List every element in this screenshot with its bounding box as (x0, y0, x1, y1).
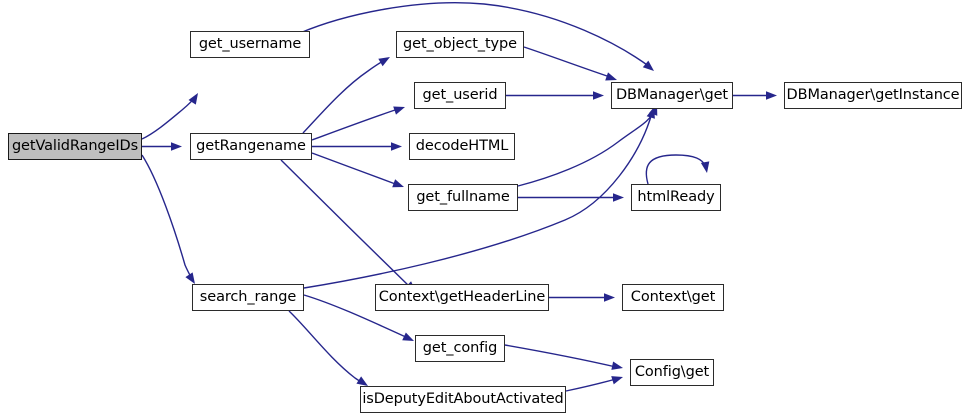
edge-line (303, 294, 409, 339)
graph-node-label: search_range (199, 289, 297, 306)
graph-edge-ContextgetHeaderLine-to-Contextget (549, 293, 615, 302)
graph-node-DBManagergetInstance[interactable]: DBManager\getInstance (784, 82, 962, 109)
graph-edge-getRangename-to-decodeHTML (312, 142, 402, 151)
graph-node-Configget[interactable]: Config\get (630, 359, 714, 386)
graph-edge-get_config-to-Configget (504, 344, 623, 370)
edge-arrowhead (646, 107, 655, 119)
graph-edge-getValidRangeIDs-to-search_range (141, 154, 195, 284)
graph-node-get_config[interactable]: get_config (415, 335, 505, 362)
graph-node-label: get_userid (422, 87, 498, 104)
edge-arrowhead (392, 179, 404, 188)
graph-node-ContextgetHeaderLine[interactable]: Context\getHeaderLine (375, 284, 549, 311)
graph-node-label: get_object_type (403, 36, 517, 53)
graph-node-label: getValidRangeIDs (11, 138, 139, 155)
edge-arrowhead (402, 332, 414, 341)
graph-node-getRangename[interactable]: getRangename (190, 133, 312, 160)
graph-node-get_fullname[interactable]: get_fullname (408, 184, 518, 211)
graph-edge-getRangename-to-get_userid (311, 106, 405, 141)
graph-edge-search_range-to-isDeputyEditAboutActivated (288, 310, 368, 386)
graph-node-get_userid[interactable]: get_userid (414, 82, 506, 109)
graph-edge-search_range-to-get_config (303, 294, 414, 341)
graph-node-get_username[interactable]: get_username (190, 31, 310, 58)
graph-edge-getRangename-to-get_fullname (311, 152, 404, 188)
graph-node-isDeputyEditAboutActivated[interactable]: isDeputyEditAboutActivated (360, 386, 566, 413)
edge-line (141, 154, 194, 282)
edge-line (517, 108, 656, 187)
graph-node-label: DBManager\get (615, 87, 729, 104)
edge-arrowhead (185, 272, 195, 284)
graph-node-label: htmlReady (637, 189, 715, 206)
edge-line (288, 310, 365, 385)
graph-node-decodeHTML[interactable]: decodeHTML (409, 133, 515, 160)
graph-edge-get_fullname-to-htmlReady (518, 193, 624, 202)
edge-line (299, 2, 651, 68)
graph-node-label: get_config (422, 340, 498, 357)
edge-line (141, 95, 197, 140)
graph-node-get_object_type[interactable]: get_object_type (396, 31, 524, 58)
edge-line (645, 154, 707, 185)
edge-line (504, 344, 617, 368)
edge-arrowhead (611, 361, 623, 370)
graph-edge-isDeputyEditAboutActivated-to-Configget (565, 376, 623, 392)
edge-arrowhead (593, 91, 604, 100)
graph-node-getValidRangeIDs[interactable]: getValidRangeIDs (8, 133, 142, 160)
graph-node-label: getRangename (196, 138, 306, 155)
graph-node-label: decodeHTML (415, 138, 509, 155)
graph-edge-search_range-to-DBManagerget (303, 107, 655, 289)
edge-arrowhead (391, 142, 402, 151)
edge-arrowhead (700, 161, 710, 173)
graph-edge-get_username-to-DBManagerget (299, 2, 654, 71)
graph-node-label: Context\getHeaderLine (378, 289, 546, 306)
graph-edge-getRangename-to-ContextgetHeaderLine (280, 159, 416, 292)
edge-line (303, 112, 653, 289)
edge-arrowhead (393, 106, 405, 115)
graph-node-search_range[interactable]: search_range (192, 284, 304, 311)
edge-line (280, 159, 412, 289)
graph-edge-htmlReady-to-htmlReady (645, 154, 710, 185)
graph-edge-getValidRangeIDs-to-get_username (141, 93, 198, 140)
edge-arrowhead (378, 57, 390, 67)
graph-edge-getRangename-to-get_object_type (302, 57, 390, 134)
graph-node-label: DBManager\getInstance (786, 87, 960, 104)
edge-arrowhead (642, 60, 654, 71)
edge-line (523, 46, 611, 78)
edge-arrowhead (604, 293, 615, 302)
graph-edge-DBManagerget-to-DBManagergetInstance (733, 91, 777, 100)
edge-arrowhead (605, 72, 617, 81)
graph-node-label: get_fullname (416, 189, 510, 206)
graph-node-label: isDeputyEditAboutActivated (362, 391, 564, 408)
edge-arrowhead (611, 376, 623, 385)
edge-arrowhead (356, 376, 368, 386)
edge-line (311, 152, 399, 186)
graph-node-label: Config\get (634, 364, 710, 381)
edge-arrowhead (613, 193, 624, 202)
edge-line (311, 108, 399, 141)
graph-edge-get_userid-to-DBManagerget (506, 91, 604, 100)
graph-node-label: Context\get (630, 289, 716, 306)
graph-node-DBManagerget[interactable]: DBManager\get (611, 82, 733, 109)
graph-node-Contextget[interactable]: Context\get (622, 284, 724, 311)
graph-node-label: get_username (198, 36, 302, 53)
graph-edge-get_object_type-to-DBManagerget (523, 46, 617, 81)
edge-line (565, 378, 617, 392)
graph-node-htmlReady[interactable]: htmlReady (631, 184, 721, 211)
edge-arrowhead (188, 93, 198, 105)
edge-line (302, 58, 388, 134)
edge-arrowhead (766, 91, 777, 100)
graph-edge-getValidRangeIDs-to-getRangename (142, 142, 182, 151)
edge-arrowhead (171, 142, 182, 151)
